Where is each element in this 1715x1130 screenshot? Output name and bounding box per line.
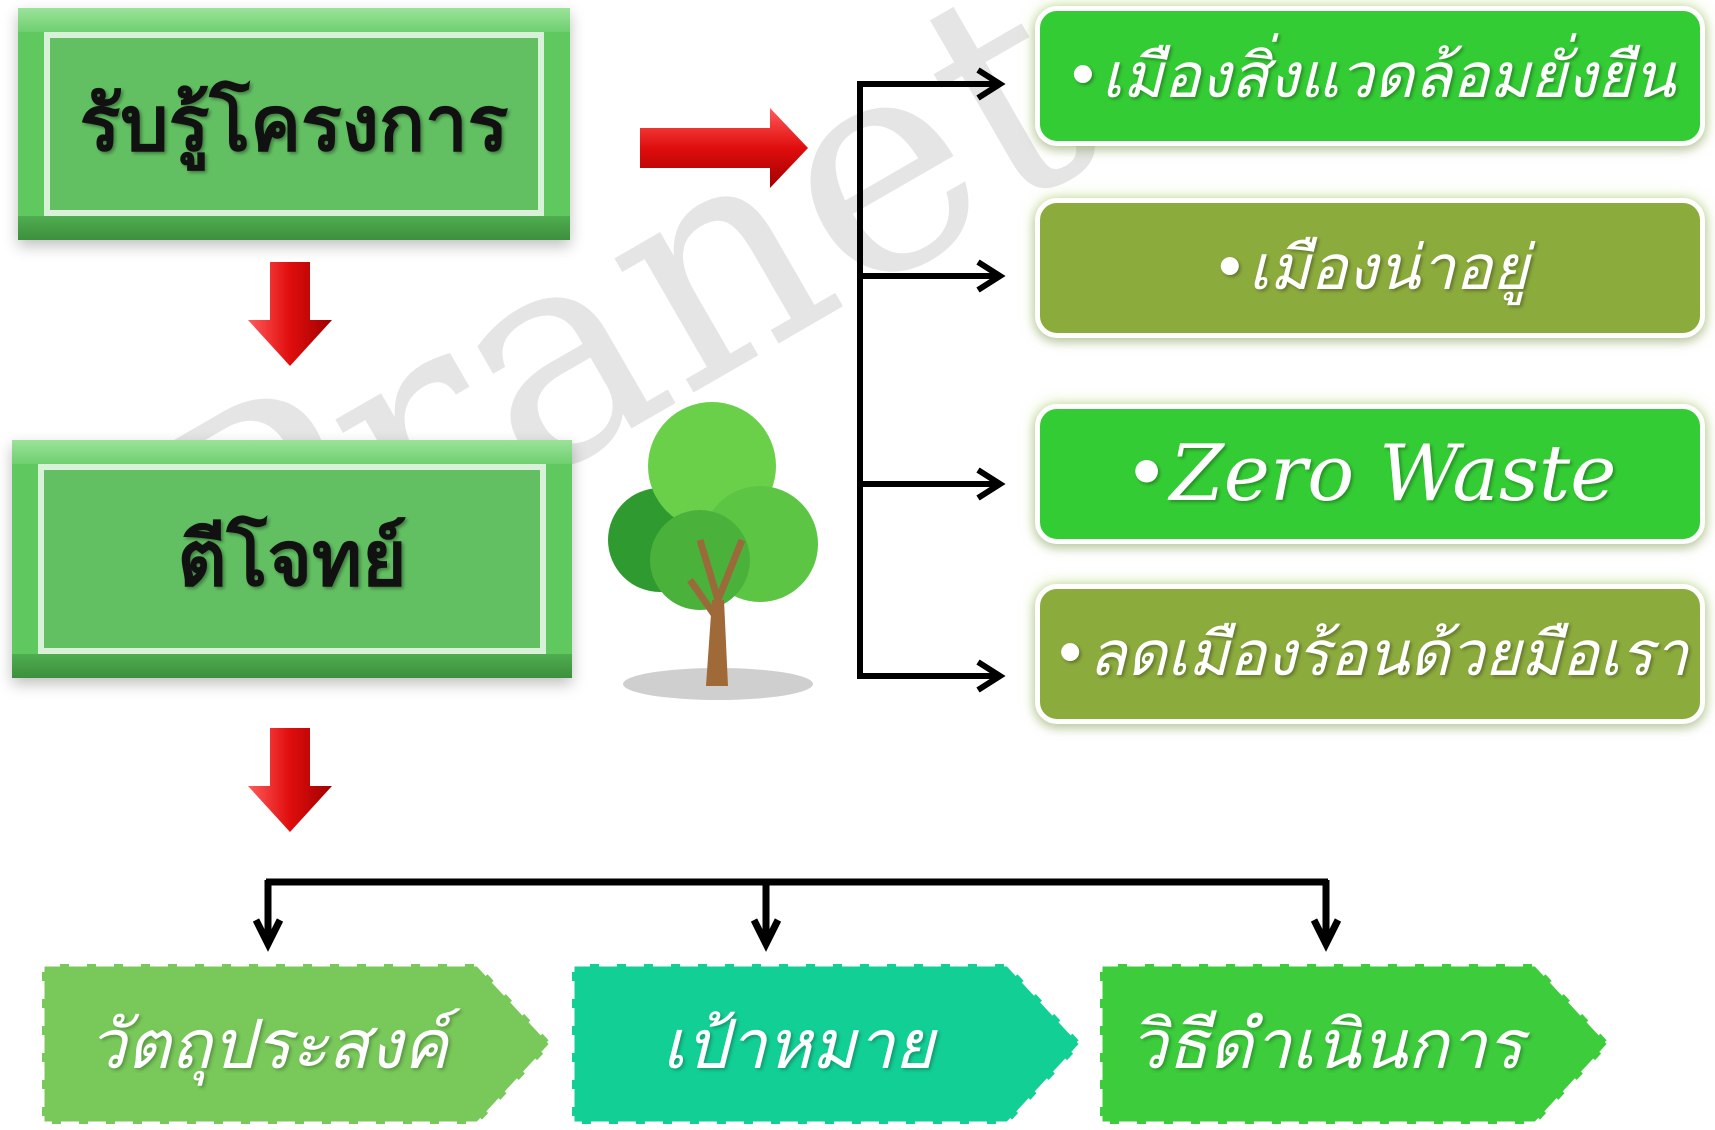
- bevel-edge: [12, 654, 572, 678]
- bevel-edge: [18, 8, 570, 32]
- chevron-shape: [39, 961, 556, 1127]
- methods-chevron: วิธีดำเนินการ: [1096, 960, 1616, 1128]
- zero-waste-box: •Zero Waste: [1035, 404, 1705, 544]
- targets-chevron: เป้าหมาย: [568, 960, 1088, 1128]
- project-awareness-label: รับรู้โครงการ: [79, 79, 509, 168]
- bottom-branch-connector: [252, 878, 1342, 952]
- red-arrow-right-icon: [640, 108, 808, 188]
- livable-city-label: •เมืองน่าอยู่: [1211, 231, 1529, 304]
- livable-city-box: •เมืองน่าอยู่: [1035, 198, 1705, 338]
- chevron-shape: [569, 961, 1086, 1127]
- interpret-problem-box: ตีโจทย์: [12, 440, 572, 678]
- tree-icon: [608, 402, 818, 700]
- bevel-edge: [12, 440, 572, 464]
- red-arrow-down-icon: [248, 262, 332, 366]
- zero-waste-label: •Zero Waste: [1123, 429, 1617, 519]
- objectives-chevron: วัตถุประสงค์: [38, 960, 558, 1128]
- branch-connector: [857, 67, 1006, 693]
- red-arrow-down-icon: [248, 728, 332, 832]
- interpret-problem-label: ตีโจทย์: [177, 514, 407, 603]
- sustainable-city-label: •เมืองสิ่งแวดล้อมยั่งยืน: [1064, 39, 1676, 112]
- sustainable-city-box: •เมืองสิ่งแวดล้อมยั่งยืน: [1035, 6, 1705, 146]
- box-inner: รับรู้โครงการ: [44, 32, 544, 216]
- reduce-heat-label: •ลดเมืองร้อนด้วยมือเรา: [1051, 617, 1689, 690]
- bevel-edge: [18, 216, 570, 240]
- reduce-heat-box: •ลดเมืองร้อนด้วยมือเรา: [1035, 584, 1705, 724]
- chevron-shape: [1097, 961, 1614, 1127]
- objectives-label: วัตถุประสงค์: [88, 1006, 448, 1085]
- box-inner: ตีโจทย์: [38, 464, 546, 654]
- methods-label: วิธีดำเนินการ: [1128, 1006, 1524, 1085]
- targets-label: เป้าหมาย: [661, 1006, 935, 1085]
- project-awareness-box: รับรู้โครงการ: [18, 8, 570, 240]
